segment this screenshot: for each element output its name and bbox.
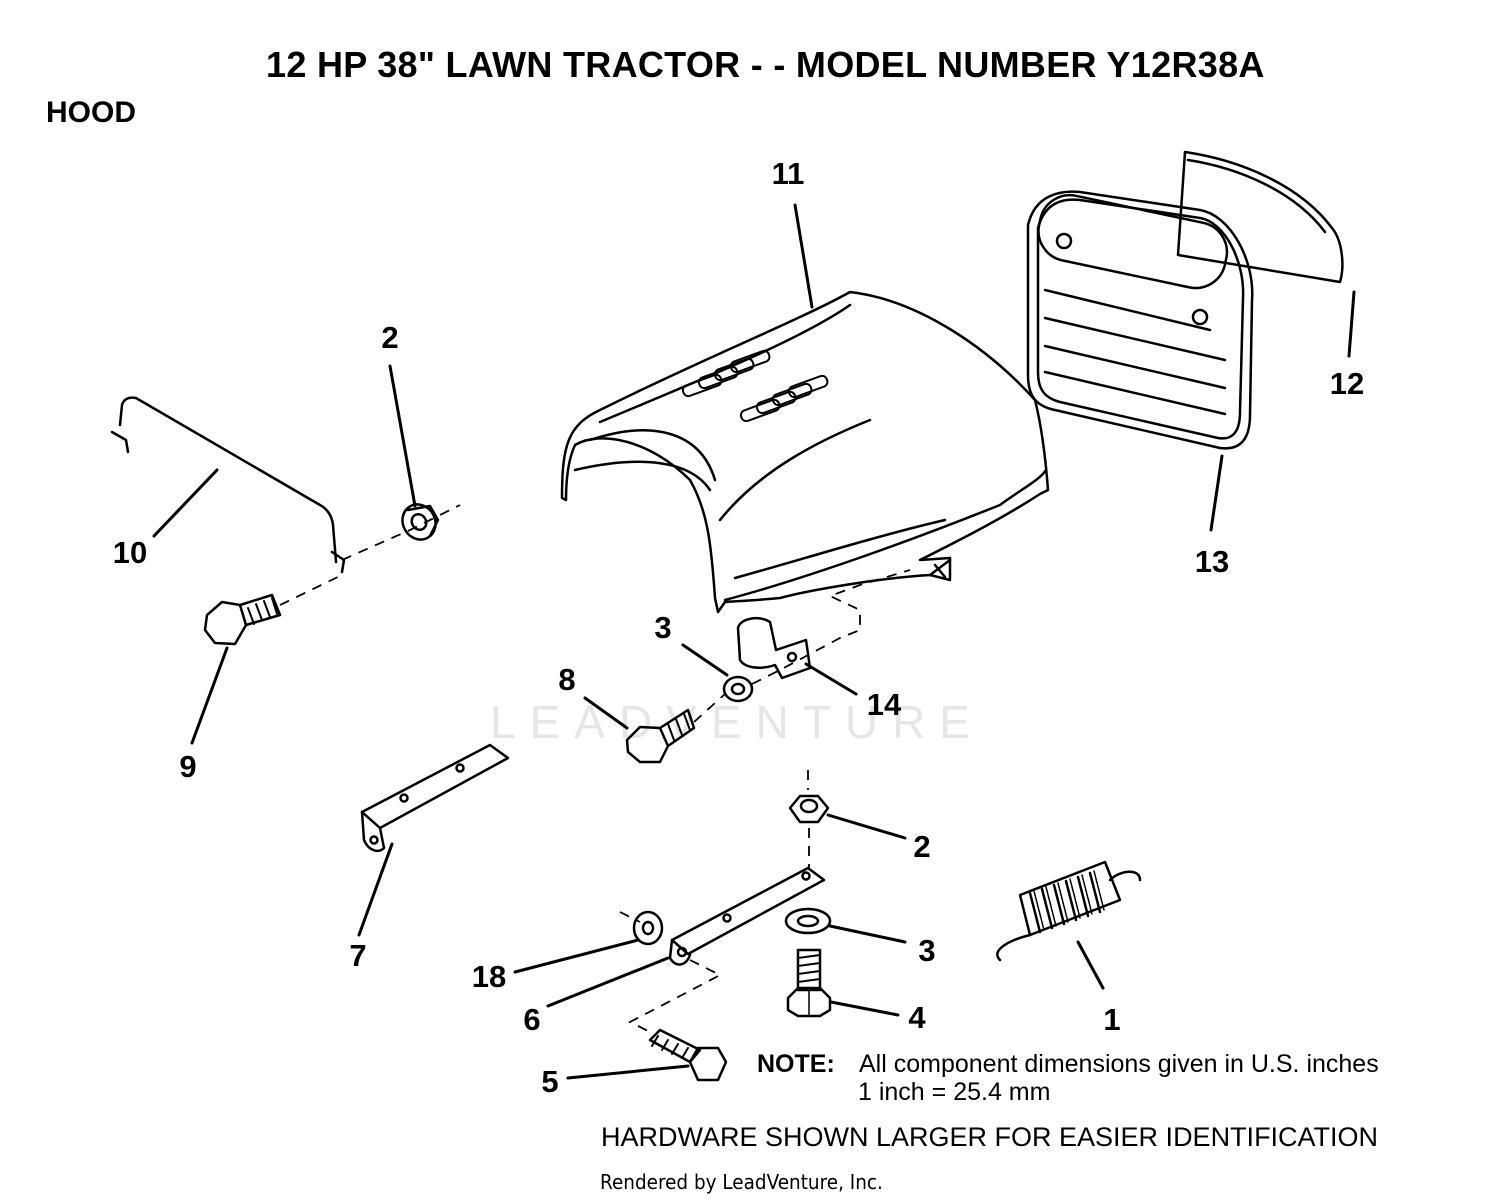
washer-top-part (722, 675, 754, 703)
spring-part (996, 860, 1142, 962)
callout-13: 13 (1194, 544, 1230, 579)
callout-2-top: 2 (381, 320, 399, 355)
callout-14: 14 (866, 687, 902, 722)
hardware-note: HARDWARE SHOWN LARGER FOR EASIER IDENTIF… (601, 1122, 1379, 1152)
note-label: NOTE: (757, 1050, 835, 1078)
lens-part (1176, 150, 1344, 284)
leader-18 (513, 938, 640, 974)
leader-2a (388, 364, 417, 508)
callout-10: 10 (112, 535, 148, 570)
bracket-part (736, 616, 812, 680)
nut-top-part (401, 503, 440, 541)
callout-4: 4 (908, 1000, 926, 1035)
section-title: HOOD (46, 96, 136, 129)
bolt-4-part (786, 948, 832, 1018)
strap-7-part (360, 743, 510, 852)
callout-6: 6 (523, 1002, 541, 1037)
bolt-5-part (648, 1028, 728, 1082)
leader-9 (190, 646, 229, 745)
callout-9: 9 (179, 749, 197, 784)
nut-bottom-part (788, 794, 830, 824)
leader-2b (826, 813, 907, 840)
leader-3b (828, 924, 907, 944)
footer-credit: Rendered by LeadVenture, Inc. (600, 1170, 883, 1194)
hood-part (560, 290, 1050, 614)
note-line-2: 1 inch = 25.4 mm (858, 1078, 1051, 1106)
leader-5 (566, 1064, 690, 1080)
leader-13 (1209, 454, 1224, 532)
callout-3-bottom: 3 (918, 933, 936, 968)
strap-6-part (668, 866, 826, 966)
page-title: 12 HP 38" LAWN TRACTOR - - MODEL NUMBER … (266, 44, 1265, 85)
callout-11: 11 (771, 156, 805, 191)
callout-18: 18 (471, 959, 507, 994)
callout-2-bottom: 2 (913, 829, 931, 864)
note: NOTE: All component dimensions given in … (757, 1050, 1379, 1079)
leader-6 (546, 956, 670, 1008)
leader-12 (1347, 290, 1356, 358)
callout-7: 7 (349, 938, 367, 973)
watermark: LEADVENTURE (490, 696, 984, 748)
note-line-1: All component dimensions given in U.S. i… (859, 1050, 1379, 1078)
leader-14 (804, 662, 858, 696)
leader-1 (1076, 940, 1105, 990)
washer-bottom-part (784, 907, 832, 935)
callout-1: 1 (1103, 1002, 1121, 1037)
leader-8 (583, 696, 629, 730)
leader-11 (793, 203, 814, 309)
callout-8: 8 (558, 662, 576, 697)
leader-7 (357, 842, 394, 937)
leader-3a (681, 643, 729, 677)
grille-part (1026, 190, 1254, 450)
callout-3-top: 3 (654, 610, 672, 645)
callout-5: 5 (541, 1064, 559, 1099)
washer-18-part (632, 910, 664, 946)
leader-4 (829, 1000, 900, 1017)
bolt-9-part (203, 593, 282, 646)
callout-12: 12 (1329, 366, 1365, 401)
leader-10 (152, 468, 219, 538)
bolt-8-part (625, 708, 696, 764)
